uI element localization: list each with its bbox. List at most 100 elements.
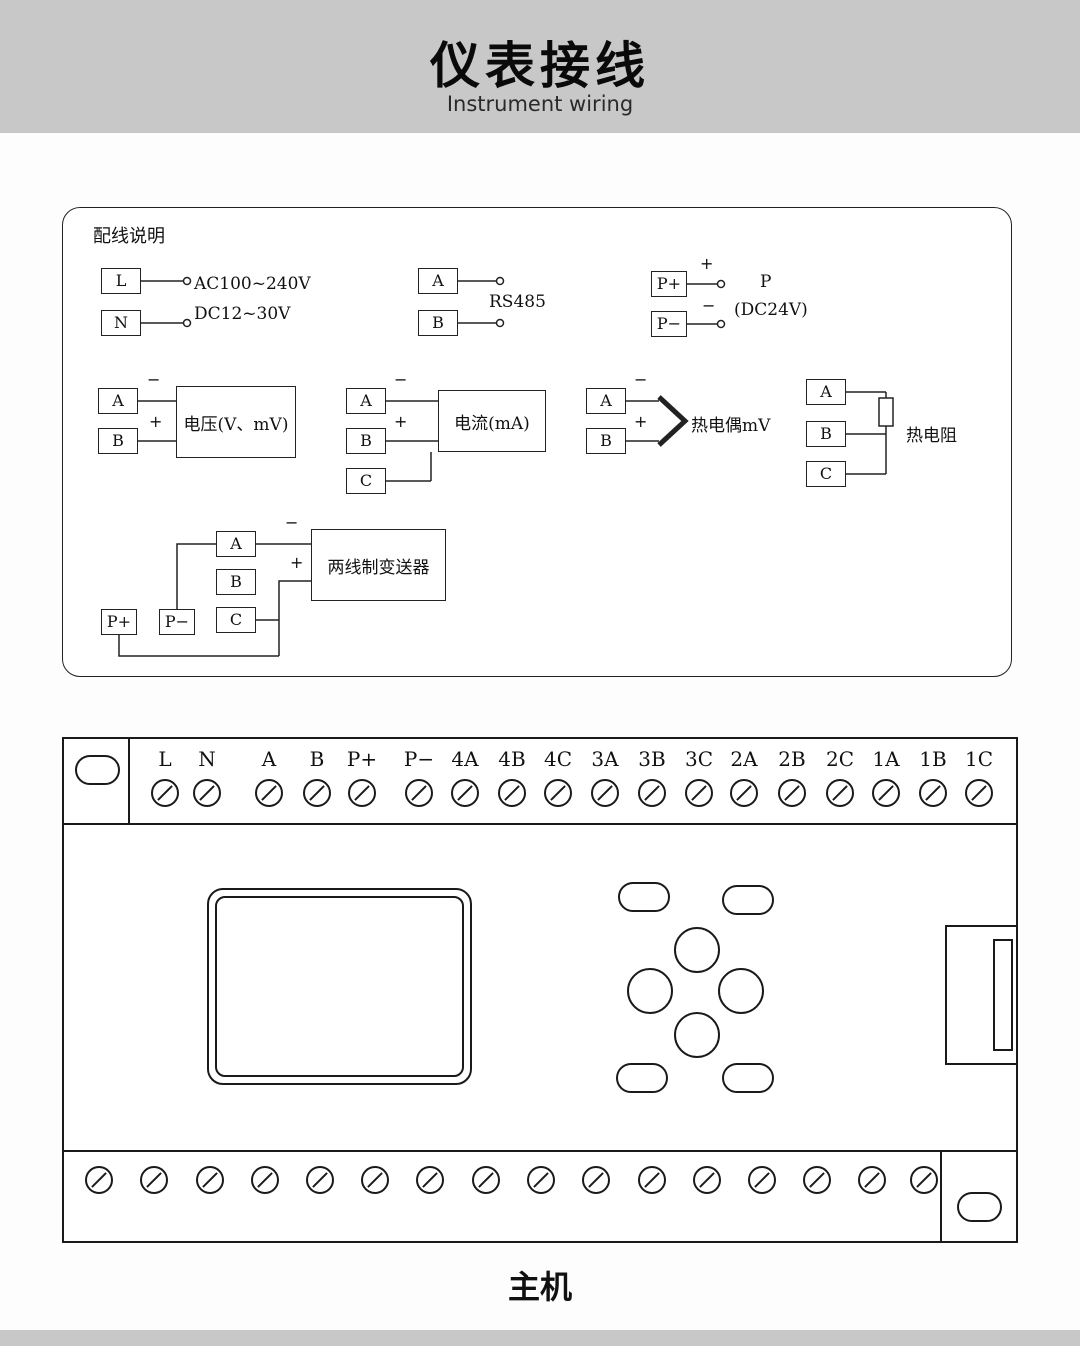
top-terminal: 4A [445, 744, 485, 807]
header-banner: 仪表接线 Instrument wiring [0, 0, 1080, 133]
terminal-label: 2B [778, 747, 806, 771]
top-terminal: 2C [820, 744, 860, 807]
screw-terminal-icon [685, 779, 713, 807]
polarity-plus: + [700, 254, 714, 273]
terminal-label: 4B [498, 747, 526, 771]
screw-terminal-icon [451, 779, 479, 807]
terminal-box-B-tc: B [586, 428, 626, 454]
polarity-minus: − [394, 370, 408, 389]
dc24-label-p: P [760, 272, 772, 292]
screw-terminal-icon [544, 779, 572, 807]
polarity-minus: − [285, 513, 299, 532]
rs485-wires [458, 276, 505, 328]
terminal-label: 1A [872, 747, 900, 771]
terminal-box-A-rs485: A [418, 268, 458, 294]
side-connector [945, 925, 1016, 1065]
transmitter-wires [118, 543, 311, 657]
dc24-label-v: (DC24V) [734, 300, 808, 320]
button-top-right [722, 885, 774, 915]
screw-terminal-icon [193, 779, 221, 807]
button-bottom-left [616, 1063, 668, 1093]
terminal-box-B-voltage: B [98, 428, 138, 454]
display-bezel [215, 896, 464, 1077]
terminal-box-Pminus: P− [651, 311, 687, 337]
terminal-label: A [261, 747, 277, 771]
terminal-label: N [198, 747, 216, 771]
terminal-box-L: L [101, 268, 141, 294]
transmitter-box: 两线制变送器 [311, 529, 446, 601]
wiring-panel-title: 配线说明 [93, 226, 165, 247]
bottom-terminal-strip [64, 1150, 1016, 1241]
screw-terminal-icon [151, 779, 179, 807]
terminal-label: 3B [638, 747, 666, 771]
terminal-box-C-tx: C [216, 607, 256, 633]
mounting-panel-right [940, 1152, 1016, 1241]
rs485-label: RS485 [489, 292, 546, 312]
polarity-plus: + [290, 553, 304, 572]
screw-terminal-icon [858, 1166, 886, 1194]
voltage-wires [138, 400, 176, 442]
display-screen [207, 888, 472, 1085]
top-terminal: 3B [632, 744, 672, 807]
screw-terminal-icon [527, 1166, 555, 1194]
screw-terminal-icon [416, 1166, 444, 1194]
terminal-box-N: N [101, 310, 141, 336]
power-rating-line2: DC12~30V [194, 304, 291, 324]
screw-terminal-icon [965, 779, 993, 807]
screw-terminal-icon [196, 1166, 224, 1194]
current-source-box: 电流(mA) [438, 390, 546, 452]
terminal-label: 1B [919, 747, 947, 771]
screw-terminal-icon [919, 779, 947, 807]
terminal-box-Pminus-tx: P− [159, 609, 195, 635]
button-bottom-right [722, 1063, 774, 1093]
screw-terminal-icon [693, 1166, 721, 1194]
device-front-panel [64, 827, 1016, 1150]
top-terminal: 3A [585, 744, 625, 807]
screw-terminal-icon [748, 1166, 776, 1194]
current-wires [386, 400, 438, 482]
terminal-box-Pplus-tx: P+ [101, 609, 137, 635]
screw-terminal-icon [472, 1166, 500, 1194]
terminal-label: 4A [451, 747, 479, 771]
top-terminal-strip: L N A B P+ P− 4A 4B 4C 3A 3B 3C 2A 2B 2C… [64, 739, 1016, 825]
top-terminal: B [297, 744, 337, 807]
terminal-label: 1C [964, 747, 994, 771]
terminal-label: P− [403, 747, 435, 771]
wiring-instructions-panel: 配线说明 L N AC100~240V DC12~30V A B RS485 P… [62, 207, 1012, 677]
power-wires [141, 276, 192, 328]
screw-terminal-icon [582, 1166, 610, 1194]
top-terminal: 3C [679, 744, 719, 807]
terminal-label: P+ [346, 747, 378, 771]
terminal-label: 3C [684, 747, 714, 771]
dc24-wires [687, 279, 726, 329]
polarity-plus: + [634, 412, 648, 431]
screw-terminal-icon [303, 779, 331, 807]
screw-terminal-icon [251, 1166, 279, 1194]
screw-terminal-icon [405, 779, 433, 807]
rtd-label: 热电阻 [906, 426, 957, 446]
screw-terminal-icon [778, 779, 806, 807]
page-subtitle: Instrument wiring [446, 92, 634, 116]
rtd-wires [846, 391, 894, 475]
top-terminal: L [145, 744, 185, 807]
top-terminal: 4B [492, 744, 532, 807]
screw-terminal-icon [591, 779, 619, 807]
top-terminal: P+ [342, 744, 382, 807]
terminal-label: 3A [591, 747, 619, 771]
mounting-slot [75, 755, 120, 785]
top-terminal: A [249, 744, 289, 807]
polarity-plus: + [394, 412, 408, 431]
screw-terminal-icon [730, 779, 758, 807]
terminal-box-B-rtd: B [806, 421, 846, 447]
terminal-box-A-rtd: A [806, 379, 846, 405]
screw-terminal-icon [140, 1166, 168, 1194]
screw-terminal-icon [361, 1166, 389, 1194]
terminal-label: 2A [730, 747, 758, 771]
screw-terminal-icon [803, 1166, 831, 1194]
terminal-box-C-rtd: C [806, 461, 846, 487]
terminal-box-B-tx: B [216, 569, 256, 595]
screw-terminal-icon [498, 779, 526, 807]
top-terminal: 4C [538, 744, 578, 807]
top-terminal: P− [399, 744, 439, 807]
terminal-box-A-current: A [346, 388, 386, 414]
